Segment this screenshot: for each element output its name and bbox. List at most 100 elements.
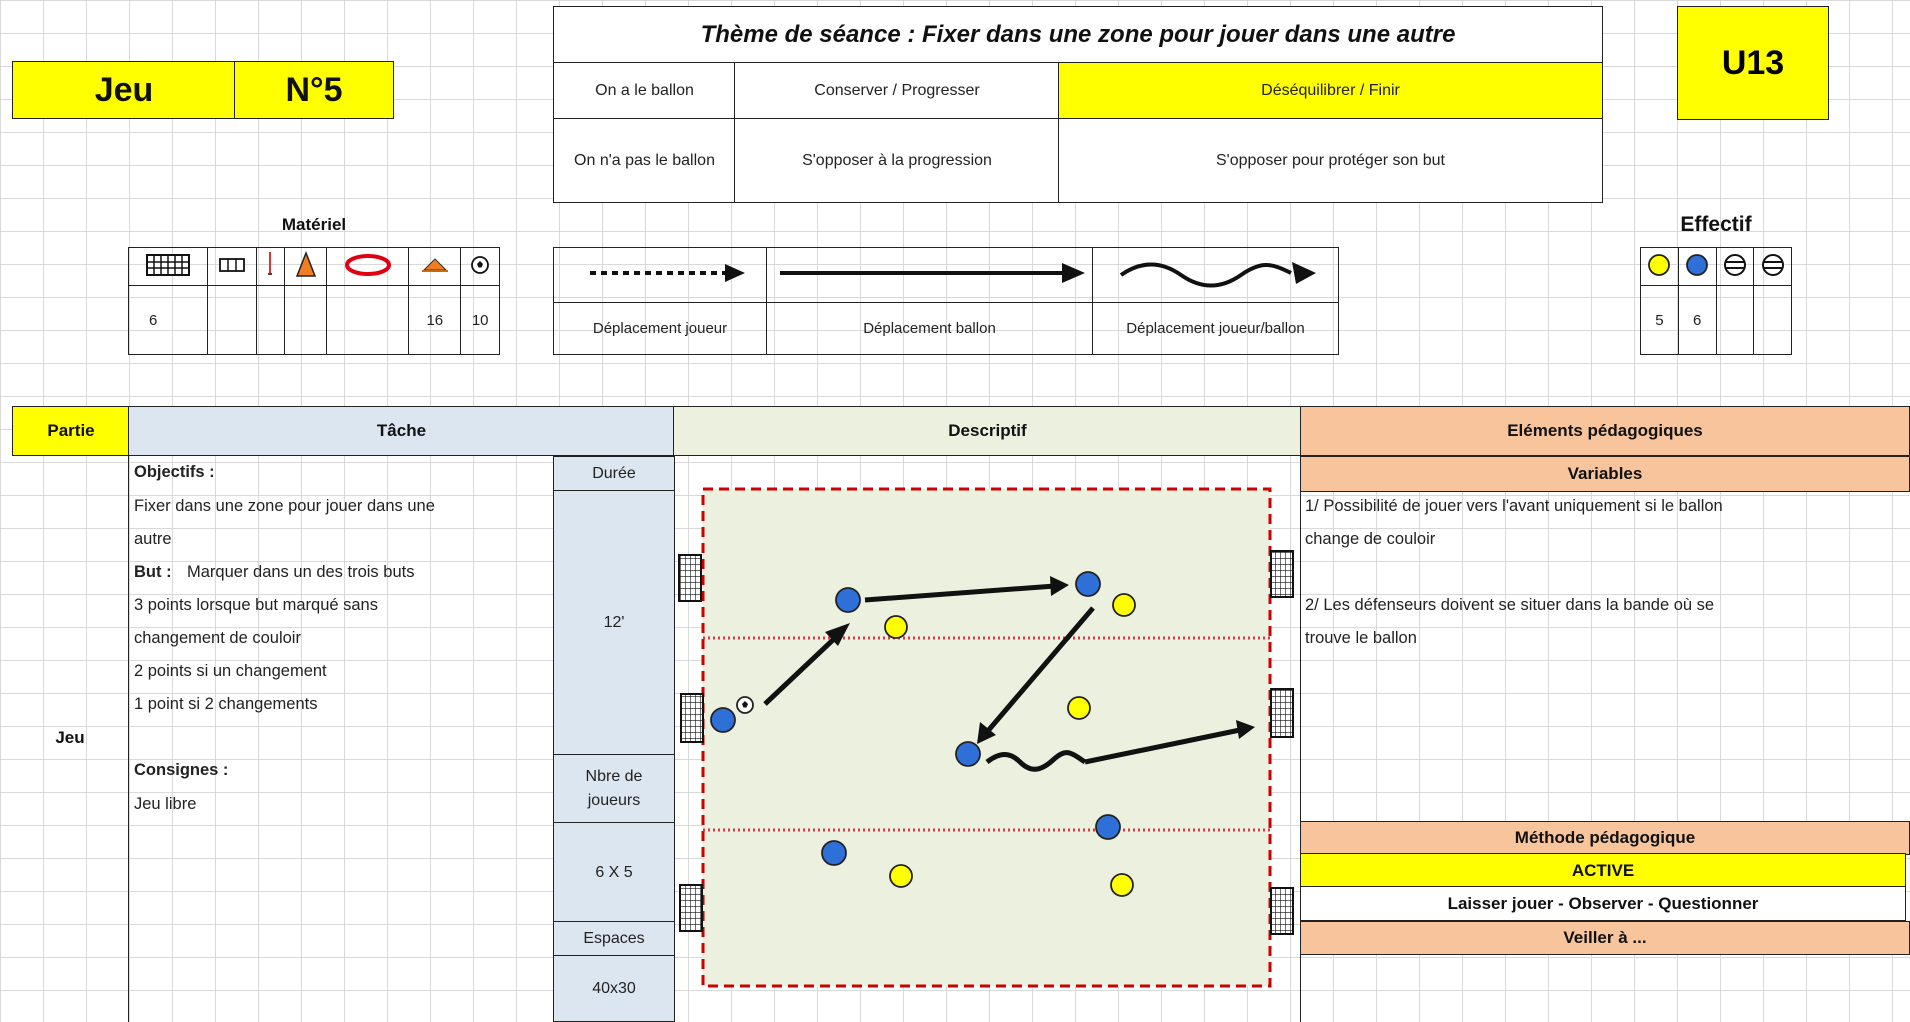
marker-cone-icon — [408, 247, 462, 286]
ball-pass-arrowhead — [1236, 720, 1255, 739]
legend-label-player: Déplacement joueur — [553, 302, 767, 355]
scoring-line-2: changement de couloir — [134, 629, 301, 647]
legend-table: Déplacement joueur Déplacement ballon Dé… — [553, 247, 1339, 355]
header-tache: Tâche — [128, 406, 675, 456]
ball-pass-arrow — [985, 606, 1095, 734]
ball-pass-arrow — [864, 583, 1056, 603]
ball-pass-arrowhead — [825, 623, 850, 646]
ball-pass-arrowhead — [977, 722, 996, 744]
espaces-label: Espaces — [553, 921, 675, 957]
nbre-joueurs-value: 6 X 5 — [553, 822, 675, 923]
phase-defense-label: On n'a pas le ballon — [553, 118, 736, 203]
variables-header: Variables — [1300, 456, 1910, 492]
veiller-header: Veiller à ... — [1300, 921, 1910, 955]
phase-defense-col3: S'opposer pour protéger son but — [1058, 118, 1603, 203]
header-partie: Partie — [12, 406, 130, 456]
duree-value: 12' — [553, 490, 675, 756]
variable-2-line-2: trouve le ballon — [1305, 629, 1417, 647]
blue-player — [1075, 571, 1101, 597]
dotted-arrow-icon — [553, 247, 767, 303]
ball-icon — [460, 247, 500, 286]
header-elements: Eléments pédagogiques — [1300, 406, 1910, 456]
effectif-title: Effectif — [1680, 213, 1752, 236]
effectif-qty-4 — [1753, 285, 1792, 355]
jeu-number: N°5 — [234, 61, 394, 119]
nbre-joueurs-label: Nbre de joueurs — [553, 754, 675, 824]
blue-player — [821, 840, 847, 866]
dribble-path — [985, 750, 1087, 772]
methode-header: Méthode pédagogique — [1300, 821, 1910, 855]
column-divider-partie — [128, 454, 129, 1022]
blue-player — [710, 707, 736, 733]
phase-attack-col2: Conserver / Progresser — [734, 62, 1060, 120]
goal-grid-icon — [128, 247, 208, 286]
ball-pass-arrow — [1084, 727, 1241, 765]
small-goal-icon — [206, 247, 257, 286]
blue-player — [1095, 814, 1121, 840]
goal-left-top-icon — [678, 554, 702, 602]
goal-right-top-icon — [1270, 550, 1294, 598]
blue-player — [955, 741, 981, 767]
cone-icon — [284, 247, 328, 286]
consignes-text: Jeu libre — [134, 795, 197, 813]
legend-label-player-ball: Déplacement joueur/ballon — [1092, 302, 1339, 355]
nbre-label-line-2: joueurs — [587, 792, 641, 809]
yellow-player — [1112, 593, 1136, 617]
blue-player-icon — [1677, 247, 1717, 286]
yellow-player — [889, 864, 913, 888]
materiel-qty-7: 10 — [460, 285, 500, 355]
yellow-player — [884, 615, 908, 639]
jeu-label: Jeu — [12, 61, 236, 119]
materiel-qty-2 — [206, 285, 257, 355]
wavy-arrow-icon — [1092, 247, 1339, 303]
session-theme: Thème de séance : Fixer dans une zone po… — [553, 6, 1603, 64]
neutral-player-icon — [1753, 247, 1792, 286]
but-text: Marquer dans un des trois buts — [187, 563, 415, 581]
phase-attack-label: On a le ballon — [553, 62, 736, 120]
materiel-qty-4 — [284, 285, 328, 355]
materiel-qty-1: 6 — [128, 285, 208, 355]
espaces-value: 40x30 — [553, 955, 675, 1022]
ball-pass-arrow — [763, 636, 837, 706]
ball-pass-arrowhead — [1050, 576, 1069, 596]
yellow-player-icon — [1640, 247, 1679, 286]
effectif-table: 5 6 — [1640, 247, 1792, 355]
goal-right-middle-icon — [1270, 688, 1294, 738]
phase-attack-col3: Déséquilibrer / Finir — [1058, 62, 1603, 120]
column-divider-elements — [1300, 454, 1301, 1022]
age-category: U13 — [1677, 6, 1829, 120]
effectif-qty-blue: 6 — [1677, 285, 1717, 355]
pole-icon — [255, 247, 286, 286]
header-descriptif: Descriptif — [673, 406, 1302, 456]
scoring-line-3: 2 points si un changement — [134, 662, 327, 680]
goal-left-bottom-icon — [679, 884, 703, 932]
methode-description: Laisser jouer - Observer - Questionner — [1300, 886, 1906, 921]
but-label: But : — [134, 563, 172, 581]
duree-label: Durée — [553, 456, 675, 492]
nbre-label-line-1: Nbre de — [585, 768, 643, 785]
variable-1-line-2: change de couloir — [1305, 530, 1436, 548]
solid-arrow-icon — [766, 247, 1093, 303]
scoring-line-1: 3 points lorsque but marqué sans — [134, 596, 378, 614]
materiel-qty-3 — [255, 285, 286, 355]
blue-player — [835, 587, 861, 613]
objectifs-label: Objectifs : — [134, 463, 215, 481]
effectif-qty-yellow: 5 — [1640, 285, 1679, 355]
phase-defense-col2: S'opposer à la progression — [734, 118, 1060, 203]
goal-right-bottom-icon — [1270, 887, 1294, 935]
objectif-line-2: autre — [134, 530, 172, 548]
legend-label-ball: Déplacement ballon — [766, 302, 1093, 355]
goal-left-middle-icon — [680, 693, 704, 743]
yellow-player — [1067, 696, 1091, 720]
scoring-line-4: 1 point si 2 changements — [134, 695, 318, 713]
methode-value: ACTIVE — [1300, 853, 1906, 888]
pitch-diagram — [678, 487, 1294, 988]
effectif-qty-3 — [1715, 285, 1755, 355]
materiel-table: 6 16 10 — [128, 247, 500, 355]
objectif-line-1: Fixer dans une zone pour jouer dans une — [134, 497, 435, 515]
materiel-title: Matériel — [281, 215, 347, 234]
variable-2-line-1: 2/ Les défenseurs doivent se situer dans… — [1305, 596, 1715, 614]
materiel-qty-5 — [326, 285, 410, 355]
ball-pattern — [742, 701, 748, 708]
